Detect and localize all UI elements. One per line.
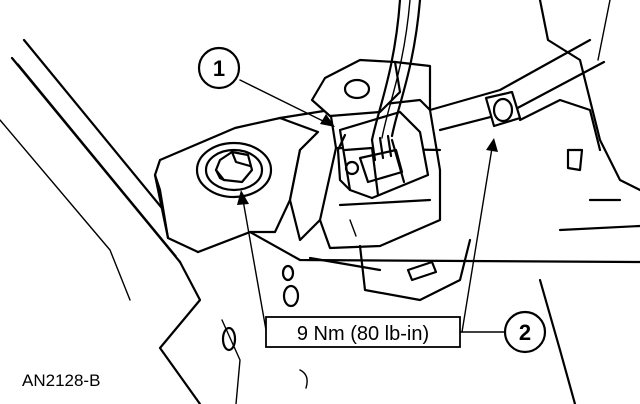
base-hole-upper (282, 284, 300, 308)
torque-spec-label: 9 Nm (80 lb-in) (297, 323, 429, 345)
electrical-connector (336, 110, 430, 200)
base-hole-small (281, 264, 295, 282)
callout-2-number: 2 (519, 320, 531, 345)
callout-1-leader (239, 79, 335, 127)
right-bracket (518, 0, 640, 404)
switch-bracket (153, 98, 472, 302)
torque-spec-box: 9 Nm (80 lb-in) (265, 316, 461, 348)
wiring-harness (370, 0, 422, 142)
mount-hole (343, 78, 371, 100)
cable-end (492, 97, 514, 123)
mounting-bolt (195, 141, 273, 199)
callout-2: 2 (503, 310, 547, 354)
upper-mount-ear (310, 58, 432, 118)
callout-1: 1 (197, 46, 241, 90)
bracket-slot (406, 260, 438, 282)
connector-latch (344, 160, 360, 176)
callout-1-number: 1 (213, 56, 225, 81)
figure-code: AN2128-B (22, 371, 100, 390)
callout-2-leader (237, 138, 506, 333)
base-hole-left (221, 326, 237, 352)
shift-cable (428, 38, 606, 132)
